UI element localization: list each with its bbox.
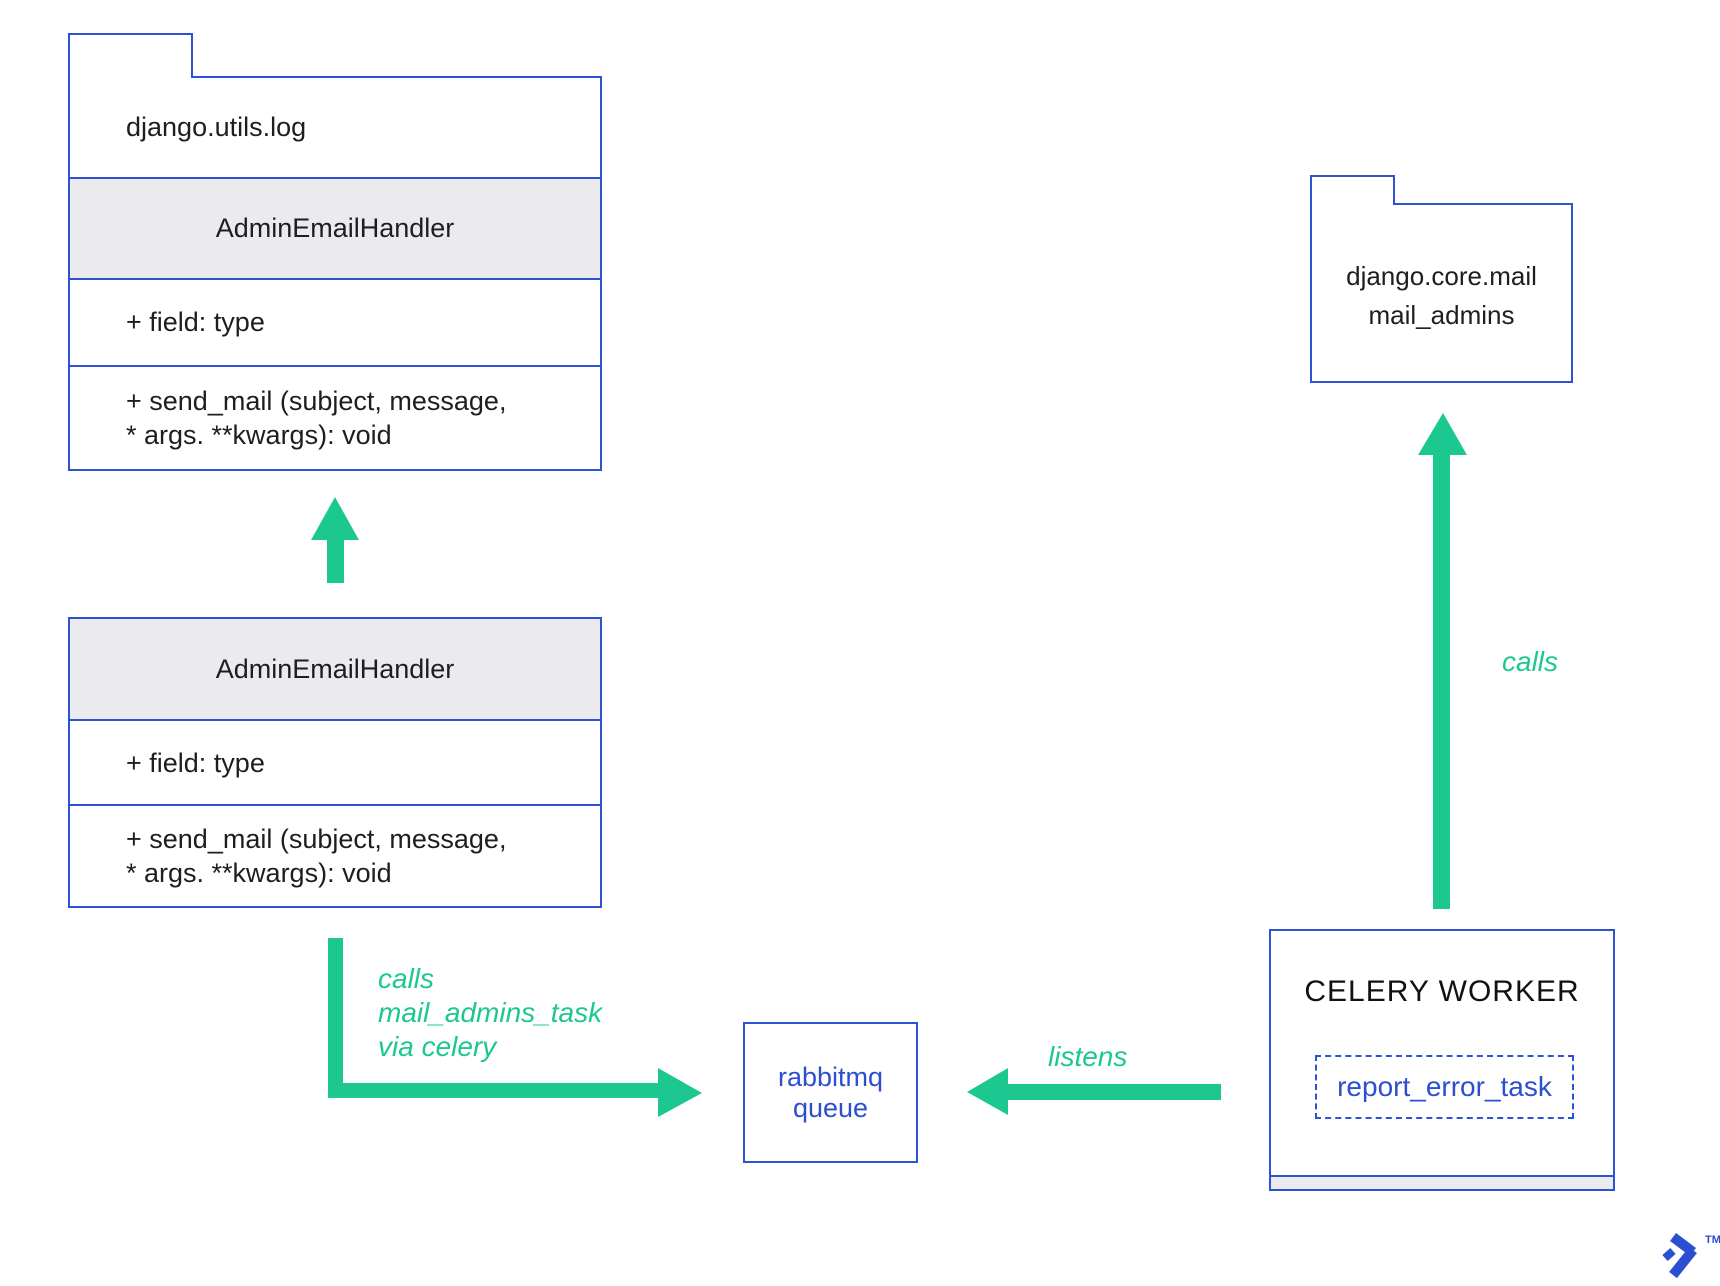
calls-arrow-head-icon bbox=[658, 1068, 702, 1117]
package-name-django-core-mail: django.core.mail bbox=[1346, 261, 1537, 291]
class-field-row-bottom: + field: type bbox=[70, 718, 600, 805]
celery-worker-box: CELERY WORKER report_error_task bbox=[1269, 929, 1615, 1191]
extends-arrow-shaft bbox=[327, 540, 344, 583]
listens-arrow-shaft bbox=[1008, 1084, 1221, 1100]
toptal-logo: TM bbox=[1658, 1228, 1720, 1286]
package-tab-django-core-mail bbox=[1310, 175, 1395, 205]
package-tab-django-utils-log bbox=[68, 33, 193, 78]
class-field-row-top: + field: type bbox=[70, 277, 600, 365]
listens-arrow-head-icon bbox=[967, 1068, 1008, 1115]
label-line-2: mail_admins_task bbox=[378, 997, 603, 1028]
field-label: + field: type bbox=[126, 747, 265, 778]
toptal-logo-icon bbox=[1662, 1233, 1697, 1279]
label-line-1: calls bbox=[378, 963, 435, 994]
package-name-row: django.utils.log bbox=[70, 78, 600, 177]
extends-arrow-head-icon bbox=[311, 497, 359, 540]
calls-arrow-shaft bbox=[1433, 455, 1450, 909]
label-line-3: via celery bbox=[378, 1031, 497, 1062]
rabbitmq-queue-box: rabbitmq queue bbox=[743, 1022, 918, 1163]
class-method-row-bottom: + send_mail (subject, message, * args. *… bbox=[70, 804, 600, 906]
field-label: + field: type bbox=[126, 307, 265, 338]
calls-arrow-vertical-shaft bbox=[328, 938, 343, 1098]
report-error-task-label: report_error_task bbox=[1337, 1071, 1552, 1102]
method-line-1: + send_mail (subject, message, bbox=[126, 386, 507, 417]
method-line-2: * args. **kwargs): void bbox=[126, 420, 392, 451]
calls-mail-admins-task-label: calls mail_admins_task via celery bbox=[378, 962, 602, 1064]
listens-label: listens bbox=[1048, 1041, 1128, 1072]
celery-worker-footer-band bbox=[1271, 1175, 1613, 1189]
class-admin-email-handler-bottom: AdminEmailHandler + field: type + send_m… bbox=[68, 617, 602, 908]
queue-label-line-2: queue bbox=[792, 1092, 869, 1123]
calls-label: calls bbox=[1502, 646, 1559, 677]
celery-worker-title: CELERY WORKER bbox=[1304, 975, 1580, 1008]
class-header-admin-email-handler-bottom: AdminEmailHandler bbox=[70, 619, 600, 719]
class-header-admin-email-handler-top: AdminEmailHandler bbox=[70, 176, 600, 278]
method-line-2: * args. **kwargs): void bbox=[126, 858, 392, 889]
package-django-utils-log: django.utils.log AdminEmailHandler + fie… bbox=[68, 76, 602, 471]
class-name-label: AdminEmailHandler bbox=[215, 213, 455, 244]
trademark-label: TM bbox=[1705, 1234, 1720, 1246]
package-function-mail-admins: mail_admins bbox=[1368, 300, 1515, 330]
calls-arrow-head-icon bbox=[1418, 413, 1467, 455]
report-error-task-box: report_error_task bbox=[1315, 1055, 1574, 1119]
queue-label-line-1: rabbitmq bbox=[777, 1061, 884, 1092]
package-django-core-mail: django.core.mail mail_admins bbox=[1310, 203, 1573, 383]
package-name-django-utils-log: django.utils.log bbox=[126, 112, 307, 143]
method-line-1: + send_mail (subject, message, bbox=[126, 824, 507, 855]
calls-arrow-horizontal-shaft bbox=[328, 1083, 658, 1098]
class-method-row-top: + send_mail (subject, message, * args. *… bbox=[70, 365, 600, 469]
class-name-label: AdminEmailHandler bbox=[215, 653, 455, 684]
